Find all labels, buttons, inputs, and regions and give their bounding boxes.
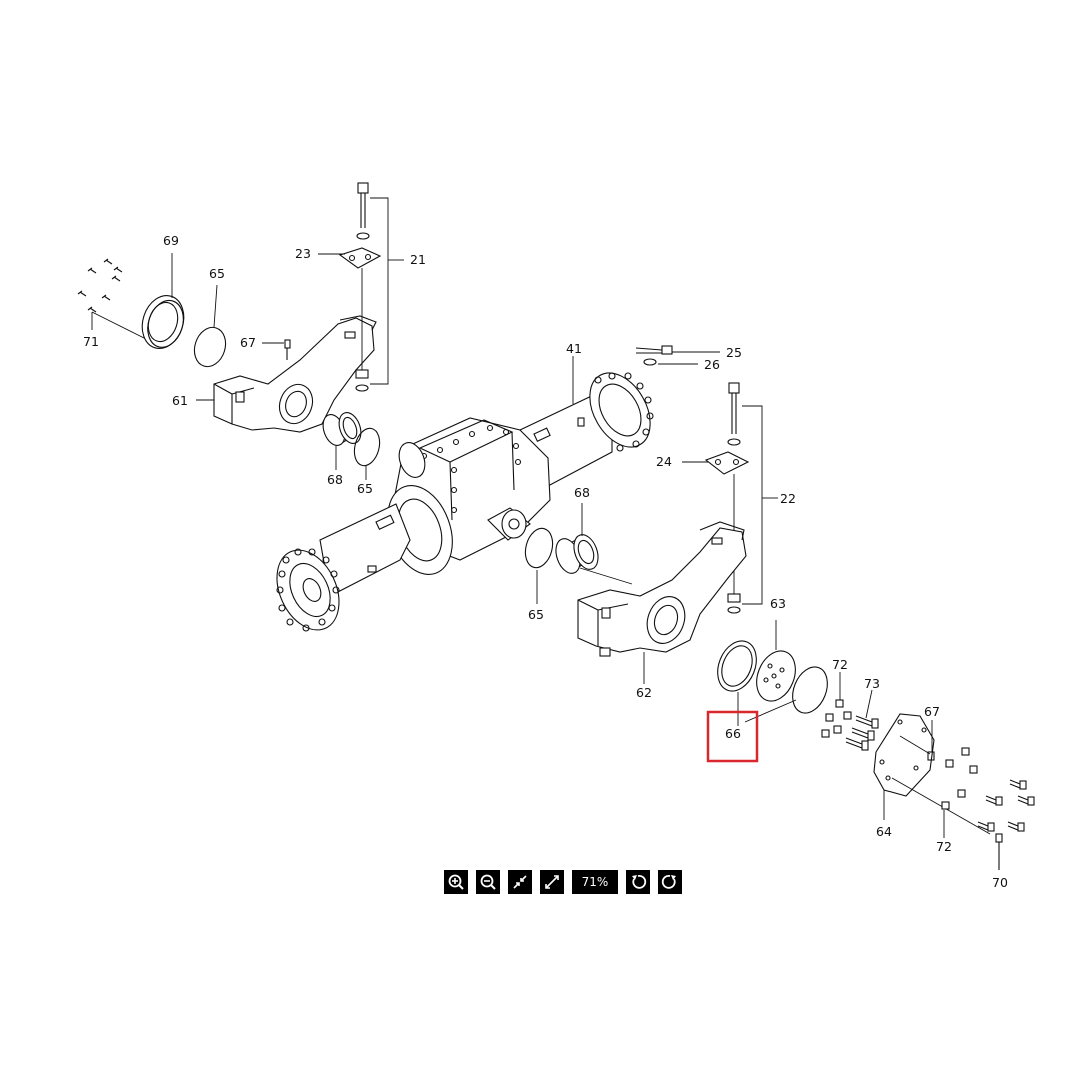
label-71: 71 xyxy=(83,334,99,349)
label-65: 65 xyxy=(209,266,225,281)
rotate-right-button[interactable] xyxy=(658,870,682,894)
label-72: 72 xyxy=(832,657,848,672)
o-ring-65-top xyxy=(193,326,227,368)
viewer-toolbar: 71% xyxy=(444,870,682,894)
bolts-73 xyxy=(845,715,879,751)
o-ring-65-mid xyxy=(353,427,381,467)
label-69: 69 xyxy=(163,233,179,248)
highlight-box xyxy=(706,710,759,763)
bearing-68-left xyxy=(322,412,362,446)
bolts-70 xyxy=(977,779,1035,870)
fit-to-window-button[interactable] xyxy=(508,870,532,894)
shim-66 xyxy=(717,640,757,692)
label-21: 21 xyxy=(410,252,426,267)
axle-housing-41 xyxy=(276,372,654,632)
nuts-72-top xyxy=(821,699,852,738)
expand-icon xyxy=(545,875,559,889)
label-64: 64 xyxy=(876,824,892,839)
o-ring-65-low xyxy=(524,527,554,569)
support-bracket-62 xyxy=(577,521,747,657)
zoom-in-icon xyxy=(448,874,464,890)
label-22: 22 xyxy=(780,491,796,506)
label-72: 72 xyxy=(936,839,952,854)
bolt-67-right xyxy=(927,751,935,761)
washer-26 xyxy=(643,358,657,366)
rotate-right-icon xyxy=(661,875,676,889)
nuts-72-bottom xyxy=(941,747,978,810)
label-24: 24 xyxy=(656,454,672,469)
label-26: 26 xyxy=(704,357,720,372)
fit-to-window-icon xyxy=(513,875,527,889)
label-70: 70 xyxy=(992,875,1008,890)
plate-63 xyxy=(756,650,796,702)
bolt-67-left xyxy=(284,339,291,360)
label-25: 25 xyxy=(726,345,742,360)
label-23: 23 xyxy=(295,246,311,261)
zoom-level-display: 71% xyxy=(572,870,618,894)
label-67: 67 xyxy=(924,704,940,719)
bolt-25 xyxy=(635,345,673,355)
label-68: 68 xyxy=(574,485,590,500)
label-66: 66 xyxy=(725,726,741,741)
label-41: 41 xyxy=(566,341,582,356)
label-65: 65 xyxy=(528,607,544,622)
bolt-assembly-21 xyxy=(338,182,382,392)
label-73: 73 xyxy=(864,676,880,691)
part-labels: 69 65 23 21 71 67 61 41 25 26 68 65 24 2… xyxy=(83,233,1008,890)
cover-64 xyxy=(873,713,935,797)
zoom-level-text: 71% xyxy=(581,875,609,889)
cover-69 xyxy=(141,295,185,349)
rotate-left-button[interactable] xyxy=(626,870,650,894)
label-63: 63 xyxy=(770,596,786,611)
shim-ring xyxy=(792,666,828,714)
label-67: 67 xyxy=(240,335,256,350)
zoom-in-button[interactable] xyxy=(444,870,468,894)
label-61: 61 xyxy=(172,393,188,408)
fullscreen-button[interactable] xyxy=(540,870,564,894)
zoom-out-icon xyxy=(480,874,496,890)
zoom-out-button[interactable] xyxy=(476,870,500,894)
bearing-68-right xyxy=(555,534,599,574)
support-bracket-61 xyxy=(213,315,377,433)
label-68: 68 xyxy=(327,472,343,487)
rotate-left-icon xyxy=(632,875,647,889)
label-65: 65 xyxy=(357,481,373,496)
screws-71 xyxy=(77,258,123,313)
label-62: 62 xyxy=(636,685,652,700)
